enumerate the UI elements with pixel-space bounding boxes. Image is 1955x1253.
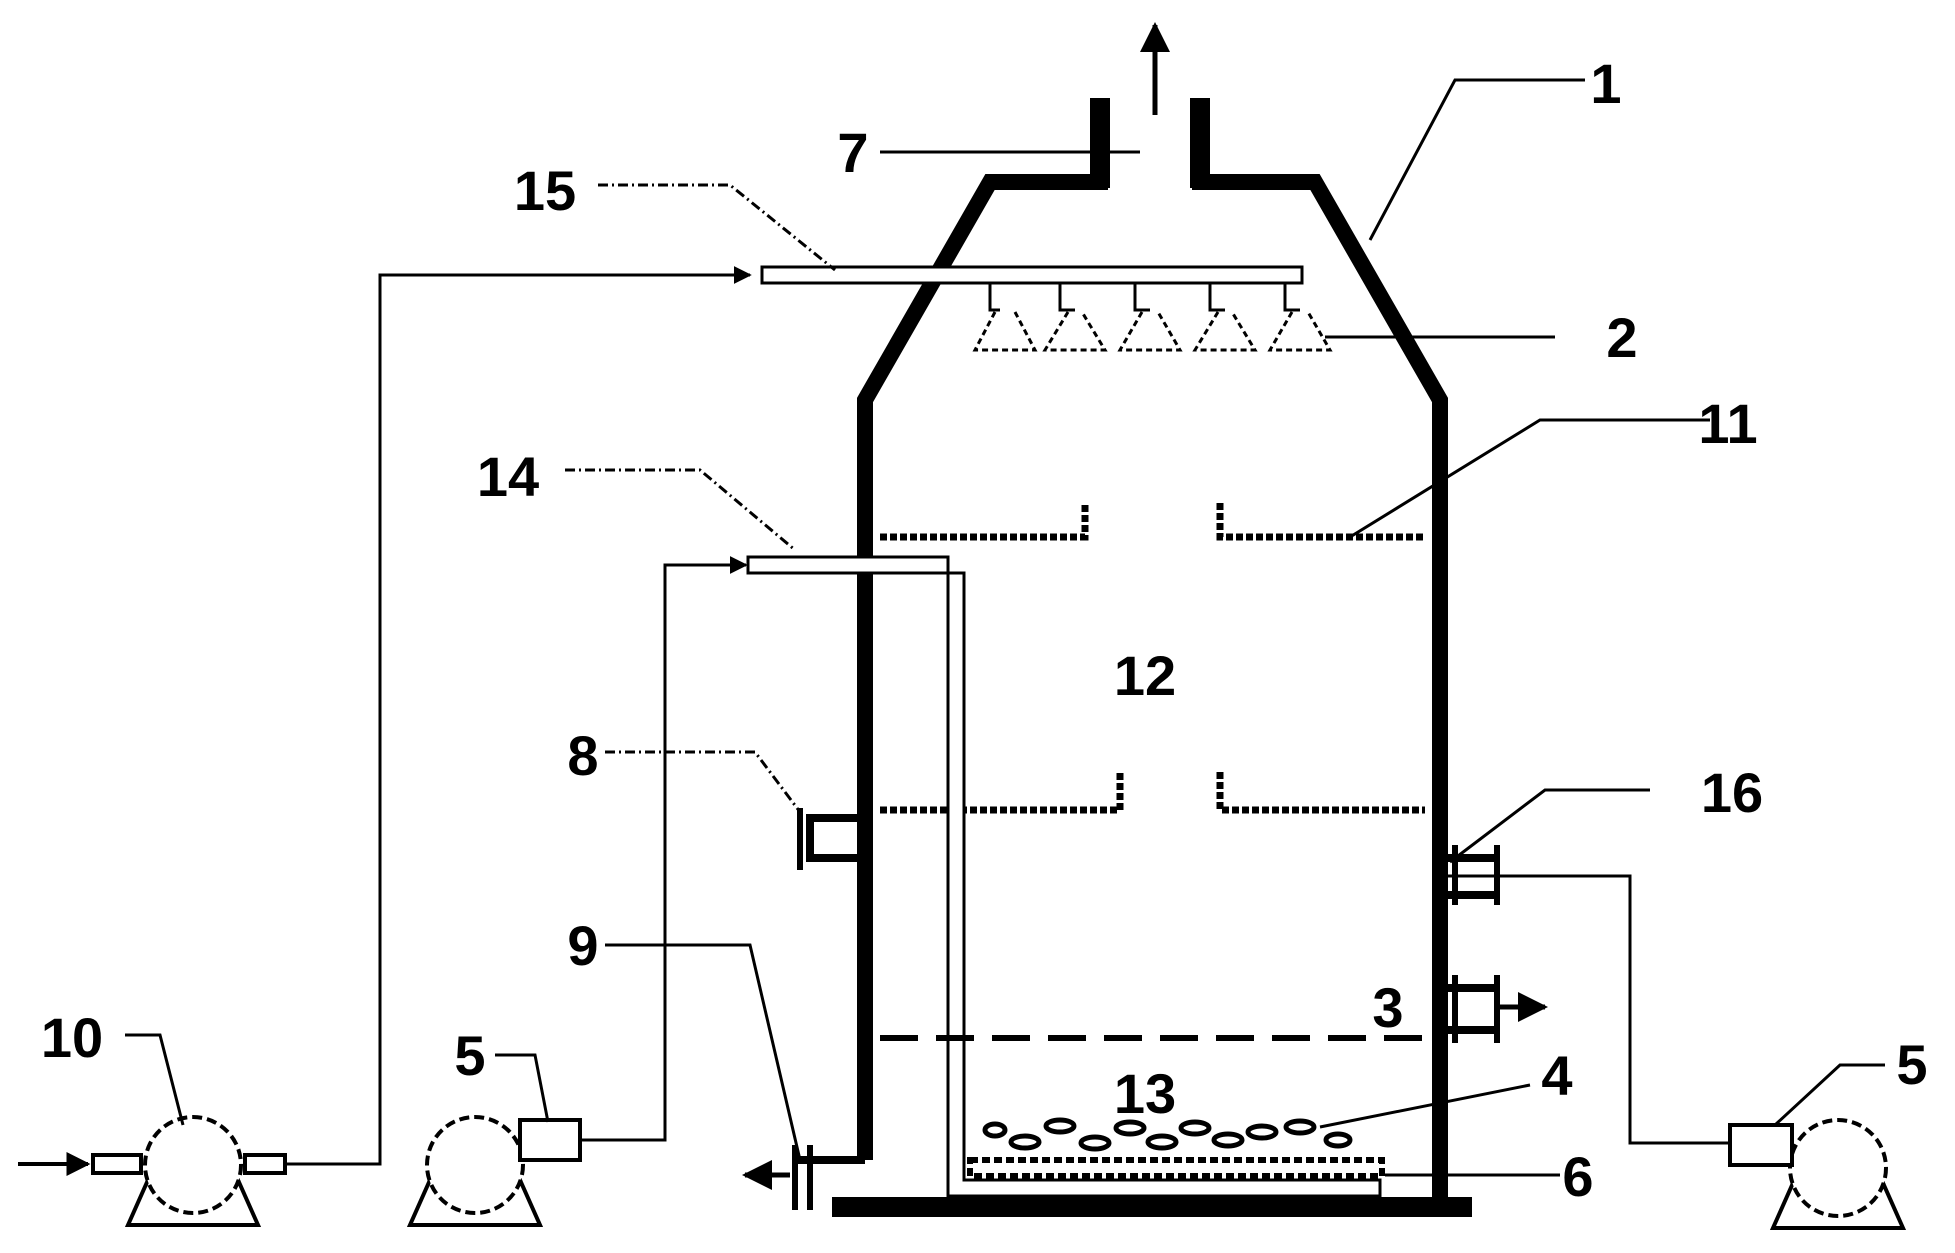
leader-9 — [605, 943, 802, 1161]
pump-body — [143, 1115, 243, 1215]
leader-4 — [1319, 1083, 1531, 1129]
label-16: 16 — [1701, 761, 1763, 824]
pump-outlet — [243, 1153, 287, 1175]
pump-body — [1788, 1118, 1888, 1218]
spray-pipe — [760, 265, 1304, 285]
aerator — [967, 1157, 1385, 1179]
spray-nozzle — [1117, 283, 1183, 352]
label-5-right: 5 — [1896, 1033, 1927, 1096]
leader-15 — [598, 183, 836, 272]
particle — [1245, 1123, 1279, 1141]
label-4: 4 — [1541, 1044, 1572, 1107]
label-8: 8 — [567, 724, 598, 787]
pump-5-right — [1728, 1118, 1907, 1230]
particle — [982, 1121, 1008, 1139]
label-3: 3 — [1372, 976, 1403, 1039]
label-13: 13 — [1114, 1062, 1176, 1125]
leader-5a — [495, 1053, 550, 1123]
label-9: 9 — [567, 914, 598, 977]
leader-14 — [565, 468, 796, 552]
leader-16 — [1449, 788, 1650, 864]
line-pump5-to-air — [580, 556, 748, 1142]
particle — [1113, 1119, 1147, 1137]
air-feed-pipe — [746, 555, 1382, 1198]
baffle-lower-right — [1216, 772, 1425, 814]
pump-outlet — [1728, 1123, 1794, 1167]
line-flange16-to-pump5 — [1440, 874, 1730, 1145]
label-11: 11 — [1698, 392, 1757, 455]
particle — [1323, 1131, 1353, 1149]
pump-5-left — [406, 1115, 582, 1227]
vessel-bottom-plate — [832, 1197, 1472, 1217]
particle — [1178, 1119, 1212, 1137]
pump-10 — [18, 1115, 287, 1227]
outlet-pipe-right — [1190, 98, 1210, 188]
spray-nozzle — [1042, 283, 1108, 352]
flange-9 — [742, 1145, 865, 1210]
particle — [1043, 1117, 1077, 1135]
baffle-lower-left — [880, 772, 1124, 814]
baffle-upper-right — [1216, 503, 1425, 541]
label-10: 10 — [41, 1006, 103, 1069]
label-5-left: 5 — [454, 1024, 485, 1087]
label-2: 2 — [1606, 306, 1637, 369]
baffle-upper-left — [880, 503, 1089, 541]
pump-outlet — [518, 1118, 582, 1162]
flange-8 — [797, 808, 865, 870]
leader-1 — [1368, 78, 1585, 241]
label-7: 7 — [837, 121, 868, 184]
particle — [1211, 1131, 1245, 1149]
spray-nozzle — [972, 283, 1038, 352]
leader-lines — [125, 78, 1885, 1177]
particle — [1283, 1118, 1317, 1136]
flange-3 — [1440, 975, 1548, 1043]
leader-8 — [605, 750, 802, 813]
line-pump10-to-spray — [285, 266, 752, 1166]
particle — [1008, 1133, 1042, 1151]
spray-nozzle — [1192, 283, 1258, 352]
spray-nozzle — [1267, 283, 1333, 352]
connecting-lines — [285, 266, 1730, 1166]
label-12: 12 — [1114, 644, 1176, 707]
leader-11 — [1349, 418, 1710, 539]
label-15: 15 — [514, 159, 576, 222]
pump-inlet — [91, 1153, 143, 1175]
particle — [1145, 1133, 1179, 1151]
label-14: 14 — [477, 445, 539, 508]
leader-5b — [1773, 1063, 1885, 1127]
label-6: 6 — [1562, 1145, 1593, 1208]
outlet-pipe-left — [1090, 98, 1110, 188]
leader-10 — [125, 1033, 185, 1126]
pump-body — [425, 1115, 525, 1215]
number-labels: 1 2 3 4 5 5 6 7 8 9 10 11 12 13 14 15 16 — [41, 52, 1928, 1208]
particle — [1078, 1134, 1112, 1152]
filler-particles — [982, 1117, 1353, 1152]
spray-nozzles — [972, 283, 1333, 352]
label-1: 1 — [1590, 52, 1621, 115]
